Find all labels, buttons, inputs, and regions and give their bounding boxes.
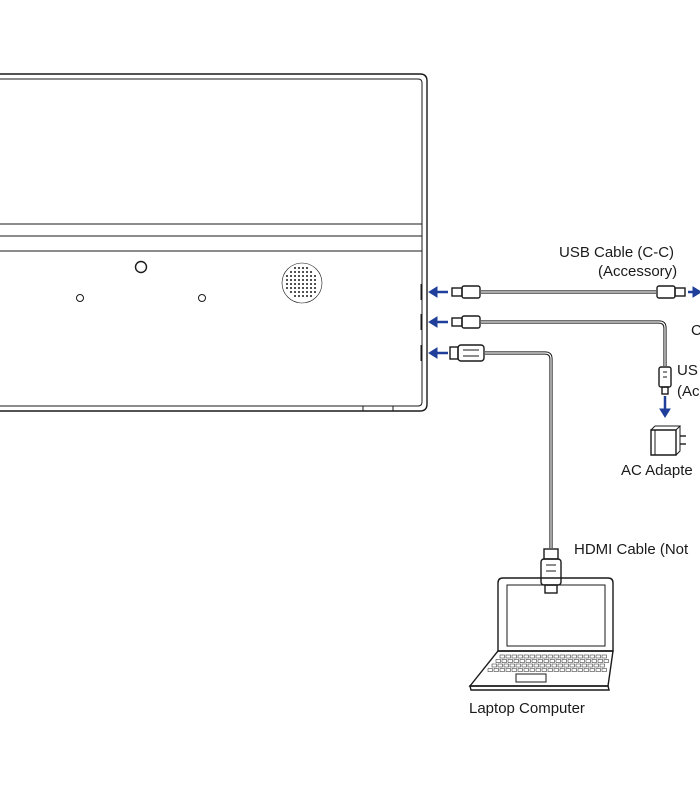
laptop-computer xyxy=(468,577,614,691)
laptop-keyboard xyxy=(487,654,609,672)
label-usb-cut-2: (Ac xyxy=(677,383,700,400)
mount-hole xyxy=(134,260,148,274)
monitor-back xyxy=(0,73,428,412)
usb-power-cable xyxy=(451,315,672,418)
label-usb-cc-2: (Accessory) xyxy=(598,263,677,280)
port-arrow-usb-c-1 xyxy=(428,286,448,298)
label-usb-cut-1: US xyxy=(677,362,698,379)
speaker-grille xyxy=(281,262,323,304)
label-laptop: Laptop Computer xyxy=(469,700,585,717)
label-ac-adapter: AC Adapte xyxy=(621,462,693,479)
label-usb-cc-1: USB Cable (C-C) xyxy=(559,244,674,261)
port-arrow-usb-c-2 xyxy=(428,316,448,328)
label-hdmi-cable: HDMI Cable (Not xyxy=(574,541,689,558)
screw-hole xyxy=(198,294,206,302)
label-right-cut-c: C xyxy=(691,322,700,339)
ac-adapter xyxy=(650,425,686,456)
usb-cc-cable xyxy=(451,285,700,299)
screw-hole xyxy=(76,294,84,302)
hdmi-cable xyxy=(449,344,562,594)
port-arrow-hdmi xyxy=(428,347,448,359)
